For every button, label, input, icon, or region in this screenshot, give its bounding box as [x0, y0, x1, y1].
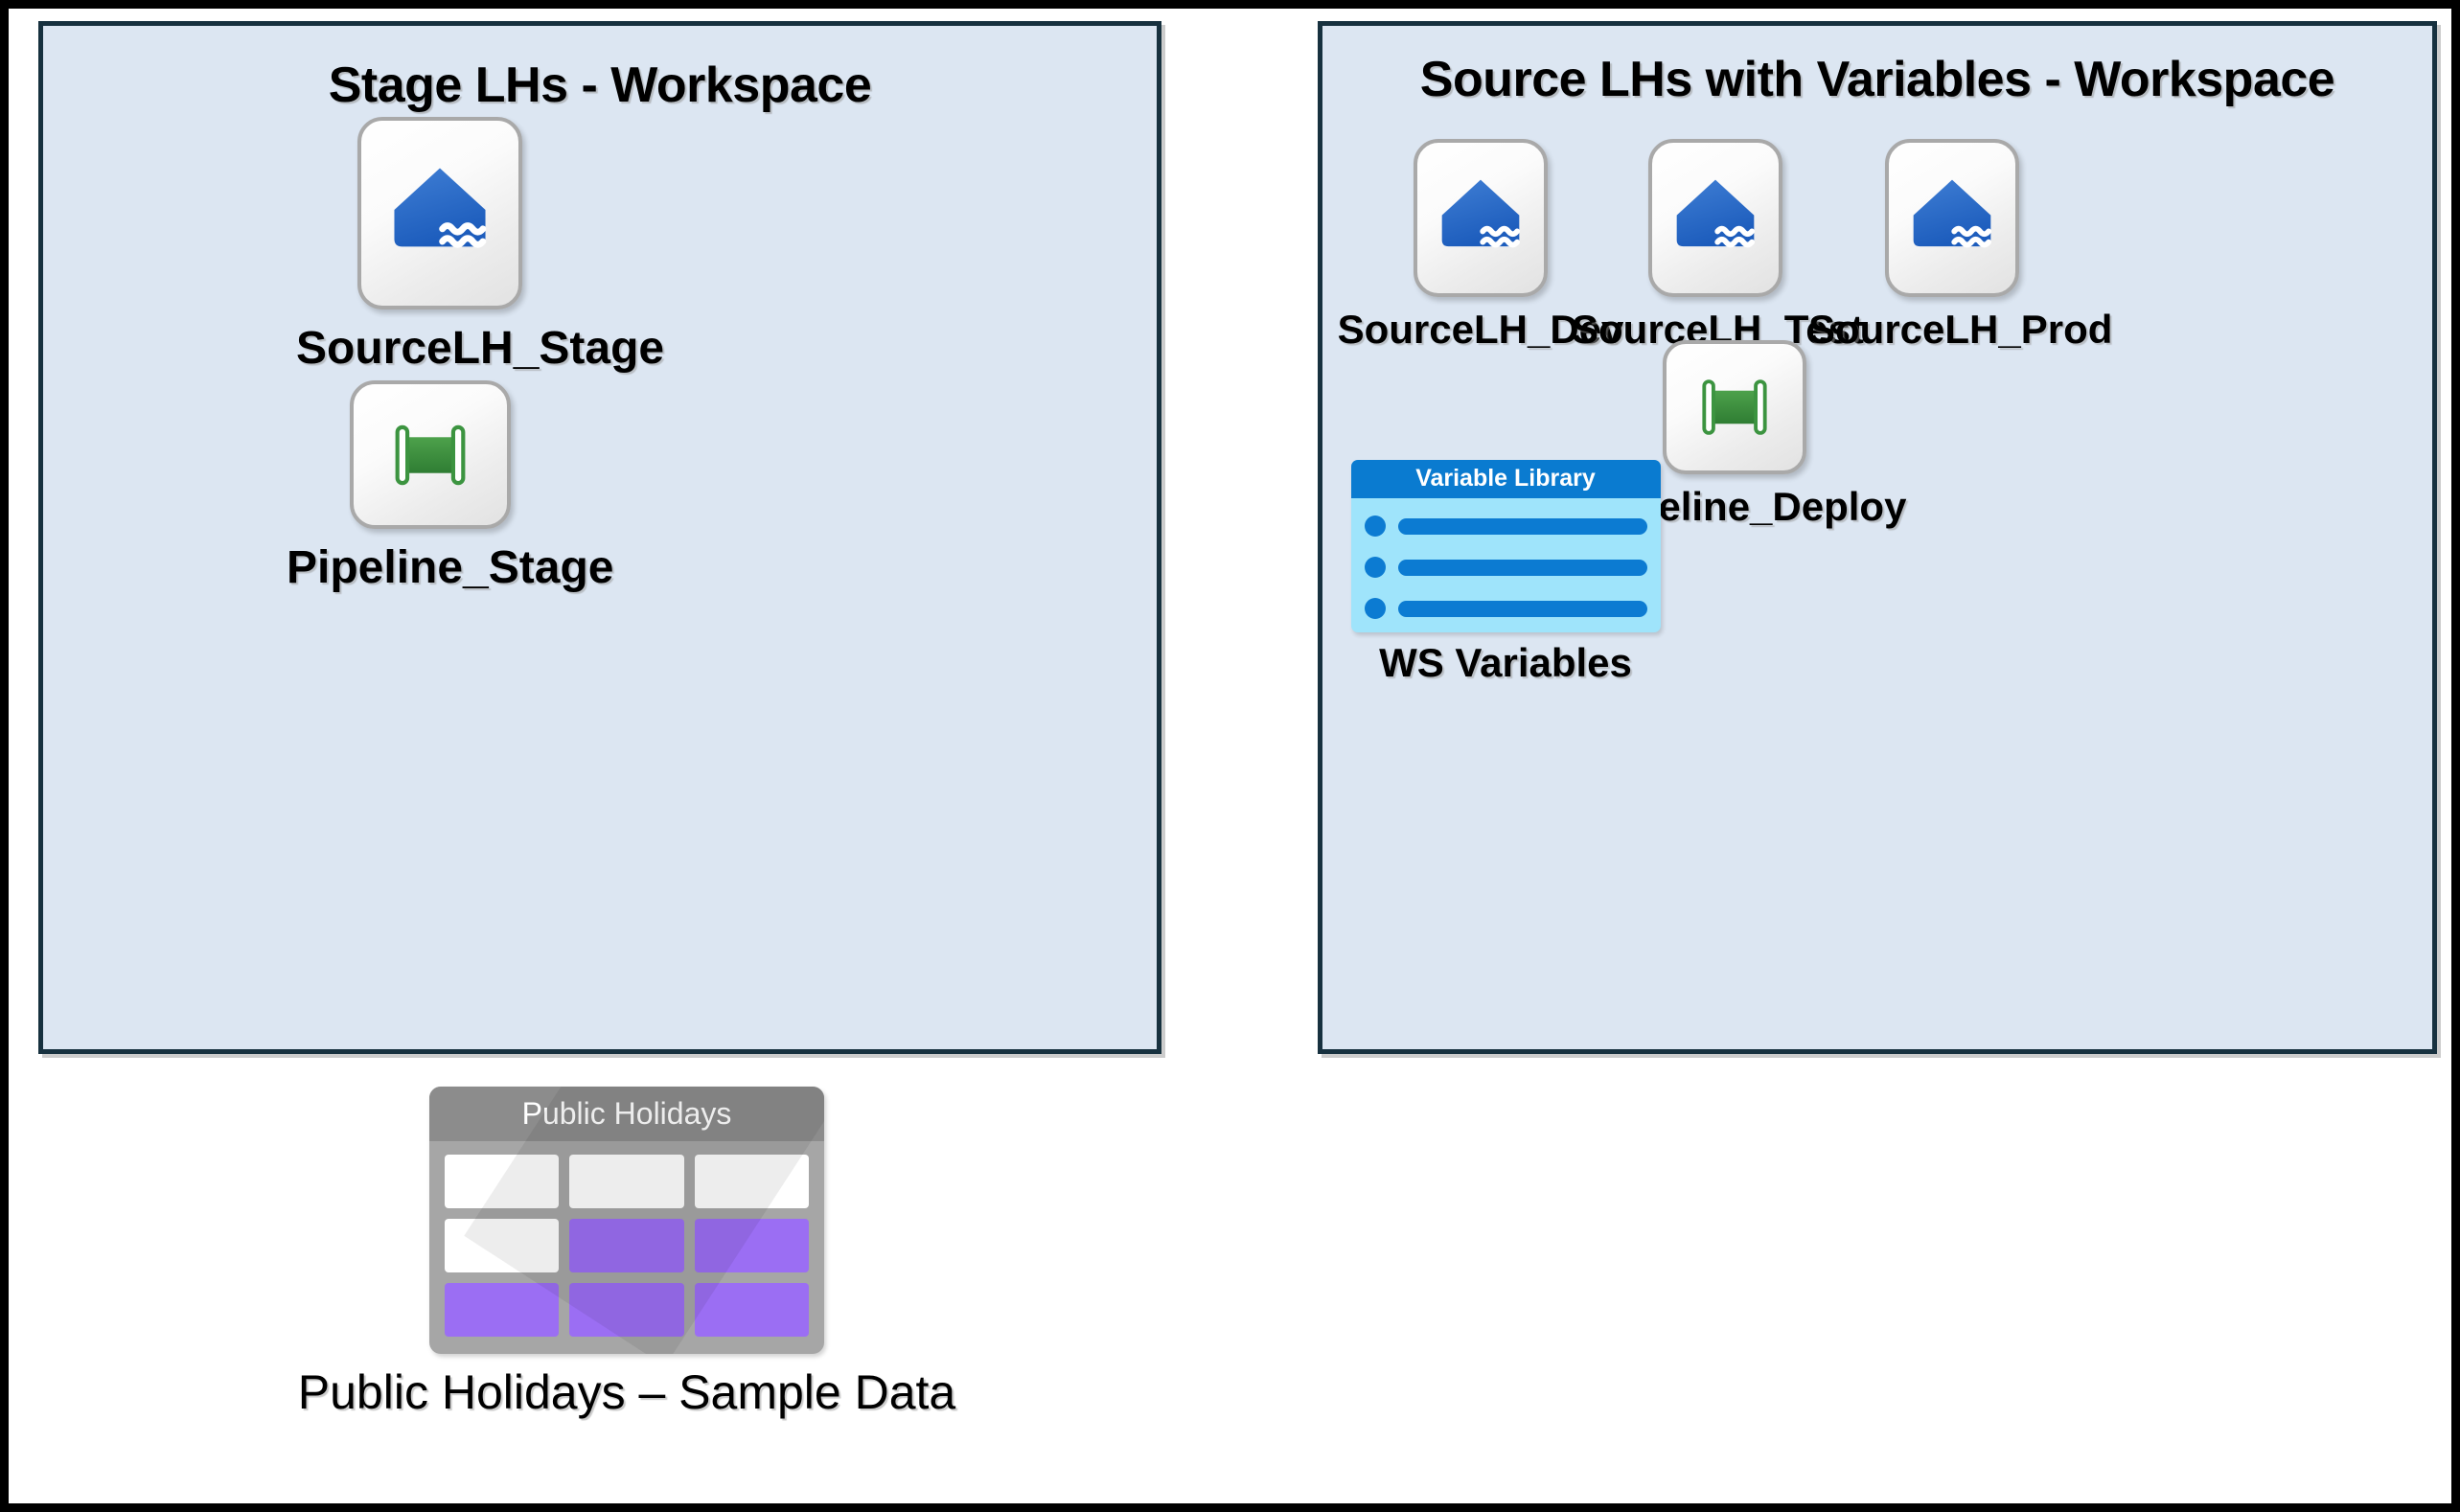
list-item: [1364, 515, 1647, 537]
bullet-icon: [1364, 598, 1386, 619]
table-cell: [569, 1155, 684, 1208]
item-pipeline-stage[interactable]: Pipeline_Stage: [287, 380, 614, 593]
table-cell: [694, 1283, 809, 1337]
item-label: SourceLH_Prod: [1808, 307, 2113, 352]
table-cell: [445, 1283, 560, 1337]
table-cell: [569, 1219, 684, 1272]
item-sourcelh-dev[interactable]: SourceLH_Dev: [1337, 139, 1624, 351]
item-public-holidays[interactable]: Public Holidays Public Holidays – Sample…: [239, 1087, 1015, 1418]
pipeline-icon: [1689, 361, 1781, 453]
lakehouse-icon: [377, 150, 503, 277]
item-ws-variables[interactable]: Variable Library WS Varia: [1343, 460, 1668, 684]
item-label: Pipeline_Stage: [287, 542, 614, 593]
pipeline-icon: [380, 405, 480, 505]
value-bar: [1397, 600, 1647, 617]
workspace-source-title: Source LHs with Variables - Workspace: [1419, 52, 2335, 107]
bullet-icon: [1364, 515, 1386, 537]
variable-library-icon[interactable]: Variable Library: [1350, 460, 1661, 632]
workspace-stage: Stage LHs - Workspace: [38, 21, 1161, 1054]
table-grid: [429, 1141, 824, 1354]
item-label: SourceLH_Stage: [296, 323, 665, 374]
variable-library-rows: [1351, 498, 1661, 632]
table-cell: [445, 1219, 560, 1272]
lakehouse-tile[interactable]: [1885, 139, 2019, 297]
lakehouse-tile[interactable]: [1648, 139, 1782, 297]
lakehouse-tile[interactable]: [357, 117, 522, 309]
workspace-source: Source LHs with Variables - Workspace: [1318, 21, 2437, 1054]
item-sourcelh-test[interactable]: SourceLH_Test: [1572, 139, 1864, 351]
table-cell: [569, 1283, 684, 1337]
item-label: Public Holidays – Sample Data: [297, 1365, 956, 1419]
table-cell: [694, 1155, 809, 1208]
table-icon[interactable]: Public Holidays: [429, 1087, 824, 1354]
item-sourcelh-prod[interactable]: SourceLH_Prod: [1808, 139, 2113, 352]
lakehouse-icon: [1898, 165, 2006, 272]
bullet-icon: [1364, 557, 1386, 578]
lakehouse-icon: [1427, 165, 1534, 272]
table-title: Public Holidays: [429, 1087, 824, 1141]
lakehouse-icon: [1662, 165, 1769, 272]
workspace-stage-title: Stage LHs - Workspace: [328, 57, 872, 113]
value-bar: [1397, 559, 1647, 576]
table-cell: [694, 1219, 809, 1272]
value-bar: [1397, 517, 1647, 535]
item-label: WS Variables: [1379, 640, 1632, 685]
pipeline-tile[interactable]: [1663, 340, 1806, 474]
pipeline-tile[interactable]: [350, 380, 511, 529]
list-item: [1364, 598, 1647, 619]
item-label: SourceLH_Dev: [1337, 307, 1624, 352]
variable-library-title: Variable Library: [1350, 460, 1661, 498]
table-cell: [445, 1155, 560, 1208]
item-sourcelh-stage[interactable]: SourceLH_Stage: [296, 117, 665, 374]
lakehouse-tile[interactable]: [1414, 139, 1548, 297]
list-item: [1364, 557, 1647, 578]
